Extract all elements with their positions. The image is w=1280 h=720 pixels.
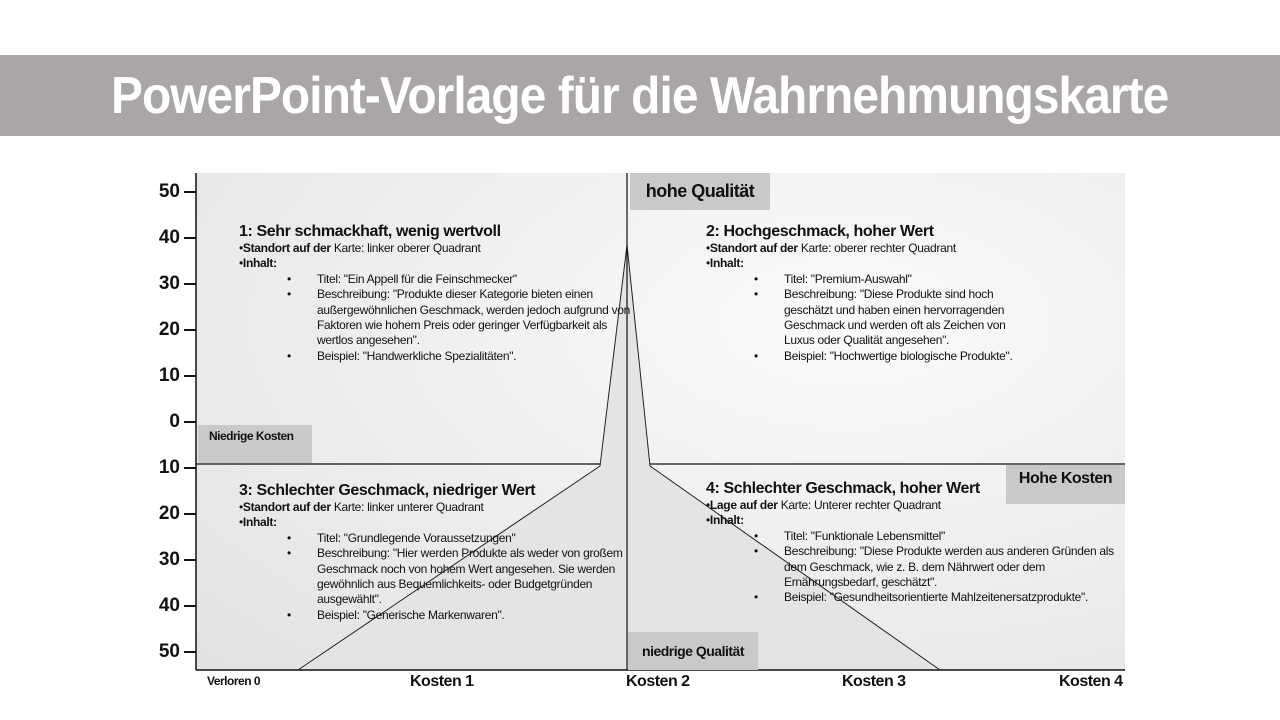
quadrant-title: 3: Schlechter Geschmack, niedriger Wert — [239, 482, 536, 499]
tag-low-quality: niedrige Qualität — [628, 632, 758, 670]
location-line: •Standort auf der Karte: linker oberer Q… — [239, 241, 481, 255]
content-item: Titel: "Ein Appell für die Feinschmecker… — [287, 272, 639, 288]
y-tick-label: 0 — [169, 411, 180, 432]
quadrant-title: 4: Schlechter Geschmack, hoher Wert — [706, 480, 980, 497]
location-line: •Standort auf der Karte: linker unterer … — [239, 500, 484, 514]
location-label: Standort auf der — [242, 241, 331, 255]
quadrant-2: 2: Hochgeschmack, hoher Wert •Standort a… — [706, 222, 1016, 365]
content-item: Beschreibung: "Diese Produkte sind hoch … — [754, 287, 1016, 349]
content-heading: Inhalt: — [709, 256, 744, 271]
content-item: Beschreibung: "Hier werden Produkte als … — [287, 546, 649, 608]
tag-low-cost: Niedrige Kosten — [198, 425, 312, 463]
location-value: Karte: linker oberer Quadrant — [330, 241, 481, 255]
x-label-3: Kosten 3 — [842, 673, 906, 690]
location-line: •Standort auf der Karte: oberer rechter … — [706, 241, 956, 255]
x-label-0: Verloren 0 — [207, 674, 261, 688]
y-tick-label: 40 — [158, 227, 180, 248]
y-tick-label: 20 — [158, 503, 180, 524]
y-tick-label: 40 — [158, 595, 180, 616]
content-list: Titel: "Funktionale Lebensmittel"Beschre… — [754, 529, 1126, 606]
quadrant-3: 3: Schlechter Geschmack, niedriger Wert … — [239, 481, 649, 624]
content-item: Beispiel: "Handwerkliche Spezialitäten". — [287, 349, 639, 365]
location-label: Standort auf der — [709, 241, 798, 255]
content-item: Titel: "Grundlegende Voraussetzungen" — [287, 531, 649, 547]
x-label-1: Kosten 1 — [410, 673, 474, 690]
content-heading: Inhalt: — [242, 515, 277, 530]
slide-title: PowerPoint-Vorlage für die Wahrnehmungsk… — [111, 66, 1169, 125]
y-tick-label: 20 — [158, 319, 180, 340]
y-tick-label: 10 — [158, 457, 180, 478]
y-tick-label: 50 — [158, 181, 180, 202]
content-label: •Inhalt: — [239, 256, 277, 271]
location-label: Lage auf der — [709, 498, 778, 512]
y-tick-label: 30 — [158, 549, 180, 570]
content-item: Beschreibung: "Produkte dieser Kategorie… — [287, 287, 639, 349]
title-bar: PowerPoint-Vorlage für die Wahrnehmungsk… — [0, 55, 1280, 136]
content-item: Titel: "Premium-Auswahl" — [754, 272, 1016, 288]
tag-high-cost: Hohe Kosten — [1006, 465, 1125, 504]
content-label: •Inhalt: — [706, 513, 744, 528]
content-item: Beispiel: "Generische Markenwaren". — [287, 608, 649, 624]
quadrant-4: 4: Schlechter Geschmack, hoher Wert •Lag… — [706, 479, 1126, 606]
location-line: •Lage auf der Karte: Unterer rechter Qua… — [706, 498, 941, 512]
x-label-4: Kosten 4 — [1059, 673, 1123, 690]
y-tick-label: 30 — [158, 273, 180, 294]
location-value: Karte: Unterer rechter Quadrant — [777, 498, 941, 512]
y-tick-label: 50 — [158, 641, 180, 662]
content-item: Beispiel: "Hochwertige biologische Produ… — [754, 349, 1016, 365]
content-list: Titel: "Grundlegende Voraussetzungen"Bes… — [287, 531, 649, 624]
content-heading: Inhalt: — [242, 256, 277, 271]
content-heading: Inhalt: — [709, 513, 744, 528]
location-value: Karte: oberer rechter Quadrant — [797, 241, 956, 255]
quadrant-title: 1: Sehr schmackhaft, wenig wertvoll — [239, 223, 501, 240]
y-tick-label: 10 — [158, 365, 180, 386]
x-label-2: Kosten 2 — [626, 673, 690, 690]
location-label: Standort auf der — [242, 500, 331, 514]
content-item: Beispiel: "Gesundheitsorientierte Mahlze… — [754, 590, 1126, 606]
quadrant-1: 1: Sehr schmackhaft, wenig wertvoll •Sta… — [239, 222, 639, 365]
quadrant-title: 2: Hochgeschmack, hoher Wert — [706, 223, 934, 240]
content-label: •Inhalt: — [706, 256, 744, 271]
content-item: Titel: "Funktionale Lebensmittel" — [754, 529, 1126, 545]
content-list: Titel: "Ein Appell für die Feinschmecker… — [287, 272, 639, 365]
content-item: Beschreibung: "Diese Produkte werden aus… — [754, 544, 1126, 590]
location-value: Karte: linker unterer Quadrant — [330, 500, 484, 514]
content-label: •Inhalt: — [239, 515, 277, 530]
tag-high-quality: hohe Qualität — [630, 173, 770, 210]
content-list: Titel: "Premium-Auswahl"Beschreibung: "D… — [754, 272, 1016, 365]
